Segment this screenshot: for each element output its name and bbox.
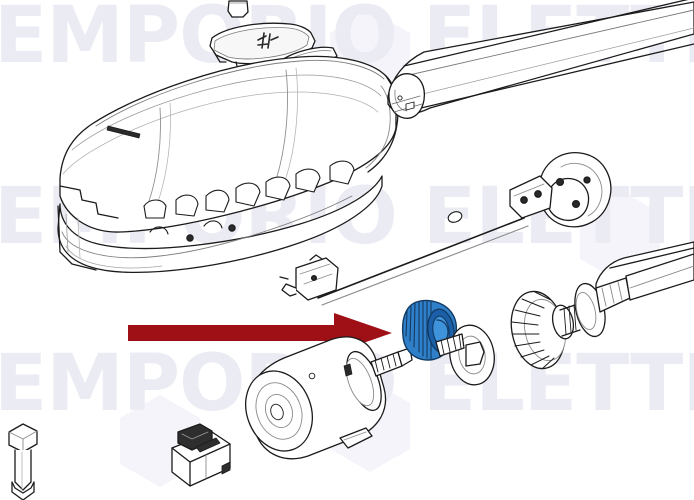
part-dc-motor — [245, 336, 413, 460]
pointer-arrow — [128, 313, 392, 353]
part-bearing-collar — [574, 277, 631, 338]
part-operator-arm-tube — [387, 0, 694, 119]
part-housing-cover — [209, 22, 316, 71]
part-release-rod — [317, 211, 529, 306]
cover-logo-glyph — [257, 32, 279, 49]
part-leadscrew-shaft — [625, 253, 694, 301]
chassis-internal-mechanism — [143, 160, 355, 242]
housing-vent-slot — [106, 125, 141, 139]
part-small-cap-chip — [227, 0, 249, 18]
part-bevel-gear-large — [510, 290, 581, 370]
part-housing-base-chassis — [57, 160, 383, 274]
part-release-cam-assembly — [509, 152, 612, 228]
rod-ball-end — [447, 211, 463, 223]
part-hex-bolt — [8, 423, 38, 500]
part-rod-clip-bracket — [279, 254, 339, 301]
part-wire-connector — [171, 423, 231, 487]
part-bevel-gear-small — [435, 324, 495, 386]
